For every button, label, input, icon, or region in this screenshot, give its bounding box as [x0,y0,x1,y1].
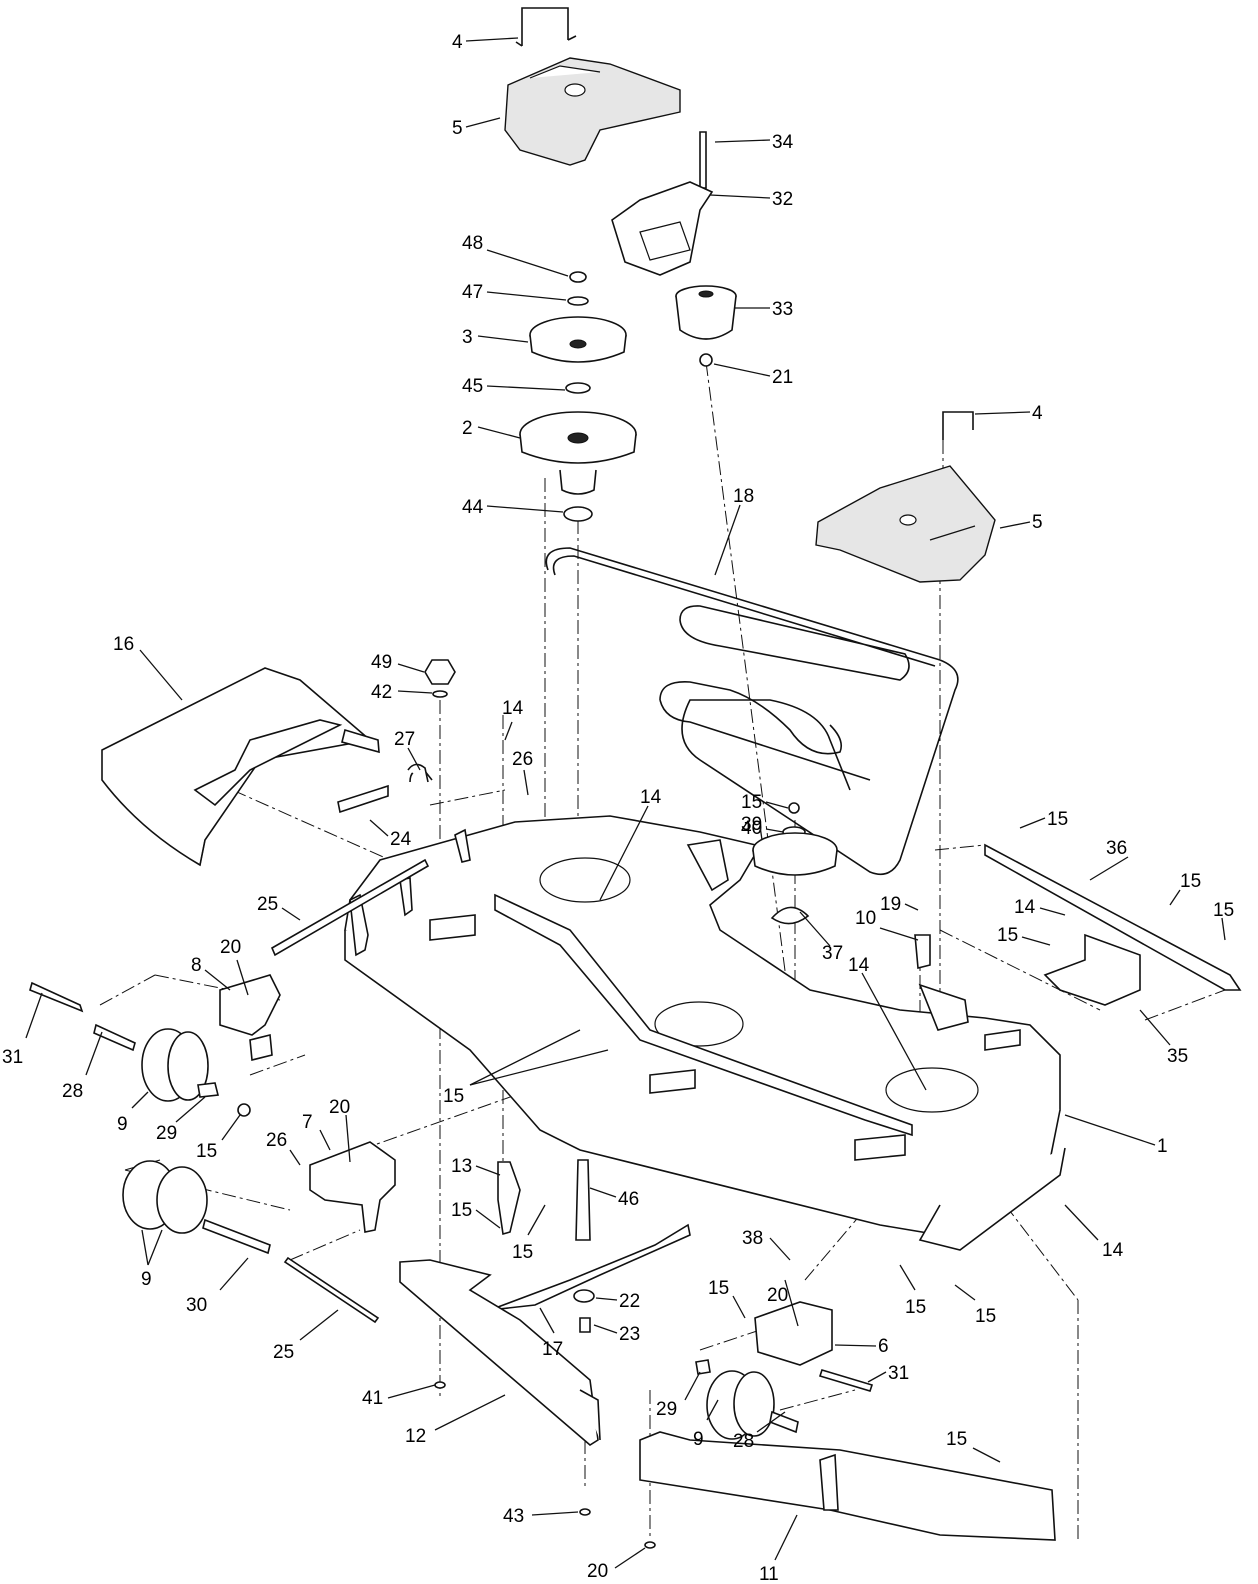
callout: 47 [462,282,483,303]
callout: 15 [905,1297,926,1318]
deck-cover-left [504,7,681,166]
callout: 46 [618,1189,639,1210]
callout: 9 [693,1429,704,1450]
callout: 1 [1157,1136,1168,1157]
callout: 33 [772,299,793,320]
callout: 15 [1047,809,1068,830]
deck-cover-right [815,411,996,583]
callout: 15 [443,1086,464,1107]
callout: 48 [462,233,483,254]
callout: 26 [512,749,533,770]
callout: 3 [462,327,473,348]
callout: 12 [405,1426,426,1447]
callout: 25 [257,894,278,915]
callout: 8 [191,955,202,976]
front-parts [399,1159,691,1516]
callout: 10 [855,908,876,929]
callout: 5 [452,118,463,139]
callout: 20 [220,937,241,958]
callout: 15 [708,1278,729,1299]
callout: 23 [619,1324,640,1345]
callout: 19 [880,894,901,915]
callout: 15 [196,1141,217,1162]
right-baffle-bracket [686,839,1242,1031]
callout: 28 [733,1431,754,1452]
idler-assembly [611,131,737,367]
callout: 14 [502,698,524,719]
callout: 14 [1014,897,1036,918]
right-wheel-and-baffle [639,1301,1056,1549]
callout: 15 [1180,871,1201,892]
callout: 31 [888,1363,909,1384]
callout: 20 [329,1097,350,1118]
callout: 29 [656,1399,677,1420]
callout: 34 [772,132,794,153]
callout: 15 [997,925,1018,946]
callout: 15 [946,1429,967,1450]
callout: 6 [878,1336,889,1357]
callout: 41 [362,1388,383,1409]
callout: 44 [462,497,484,518]
callout: 20 [767,1285,788,1306]
callout: 4 [1032,403,1043,424]
callout: 39 [741,814,762,835]
callout: 26 [266,1130,287,1151]
callout: 40 [741,818,762,839]
callout: 49 [371,652,392,673]
callout: 38 [742,1228,763,1249]
callout: 35 [1167,1046,1188,1067]
callout: 14 [848,955,870,976]
callout: 32 [772,189,793,210]
callout: 36 [1106,838,1127,859]
callout: 9 [141,1269,152,1290]
callout: 30 [186,1295,207,1316]
callout: 43 [503,1506,524,1527]
callout: 20 [587,1561,608,1582]
left-side-parts [29,728,471,1324]
callout: 4 [452,32,463,53]
callout: 42 [371,682,392,703]
callouts: 4 5 34 32 48 47 33 3 21 45 4 2 44 18 5 1… [2,32,1234,1584]
callout: 37 [822,943,843,964]
callout: 24 [390,829,412,850]
callout: 7 [302,1112,313,1133]
spindle-assembly [519,271,637,522]
callout: 31 [2,1047,23,1068]
callout: 21 [772,367,793,388]
callout: 14 [1102,1240,1124,1261]
callout: 45 [462,376,483,397]
callout: 14 [640,787,662,808]
callout: 2 [462,418,473,439]
drive-belt [545,547,959,876]
callout: 15 [1213,900,1234,921]
callout: 28 [62,1081,83,1102]
callout: 9 [117,1114,128,1135]
callout: 25 [273,1342,294,1363]
callout: 27 [394,729,415,750]
callout: 18 [733,486,754,507]
callout: 15 [451,1200,472,1221]
callout: 5 [1032,512,1043,533]
callout: 15 [741,792,762,813]
height-adjust-knob [424,659,456,698]
callout: 29 [156,1123,177,1144]
callout: 17 [542,1339,563,1360]
callout: 11 [759,1564,779,1584]
mower-deck [344,815,1066,1251]
callout: 15 [975,1306,996,1327]
callout: 15 [512,1242,533,1263]
callout: 22 [619,1291,640,1312]
callout: 13 [451,1156,472,1177]
idler-pulley [752,802,838,925]
callout: 16 [113,634,134,655]
